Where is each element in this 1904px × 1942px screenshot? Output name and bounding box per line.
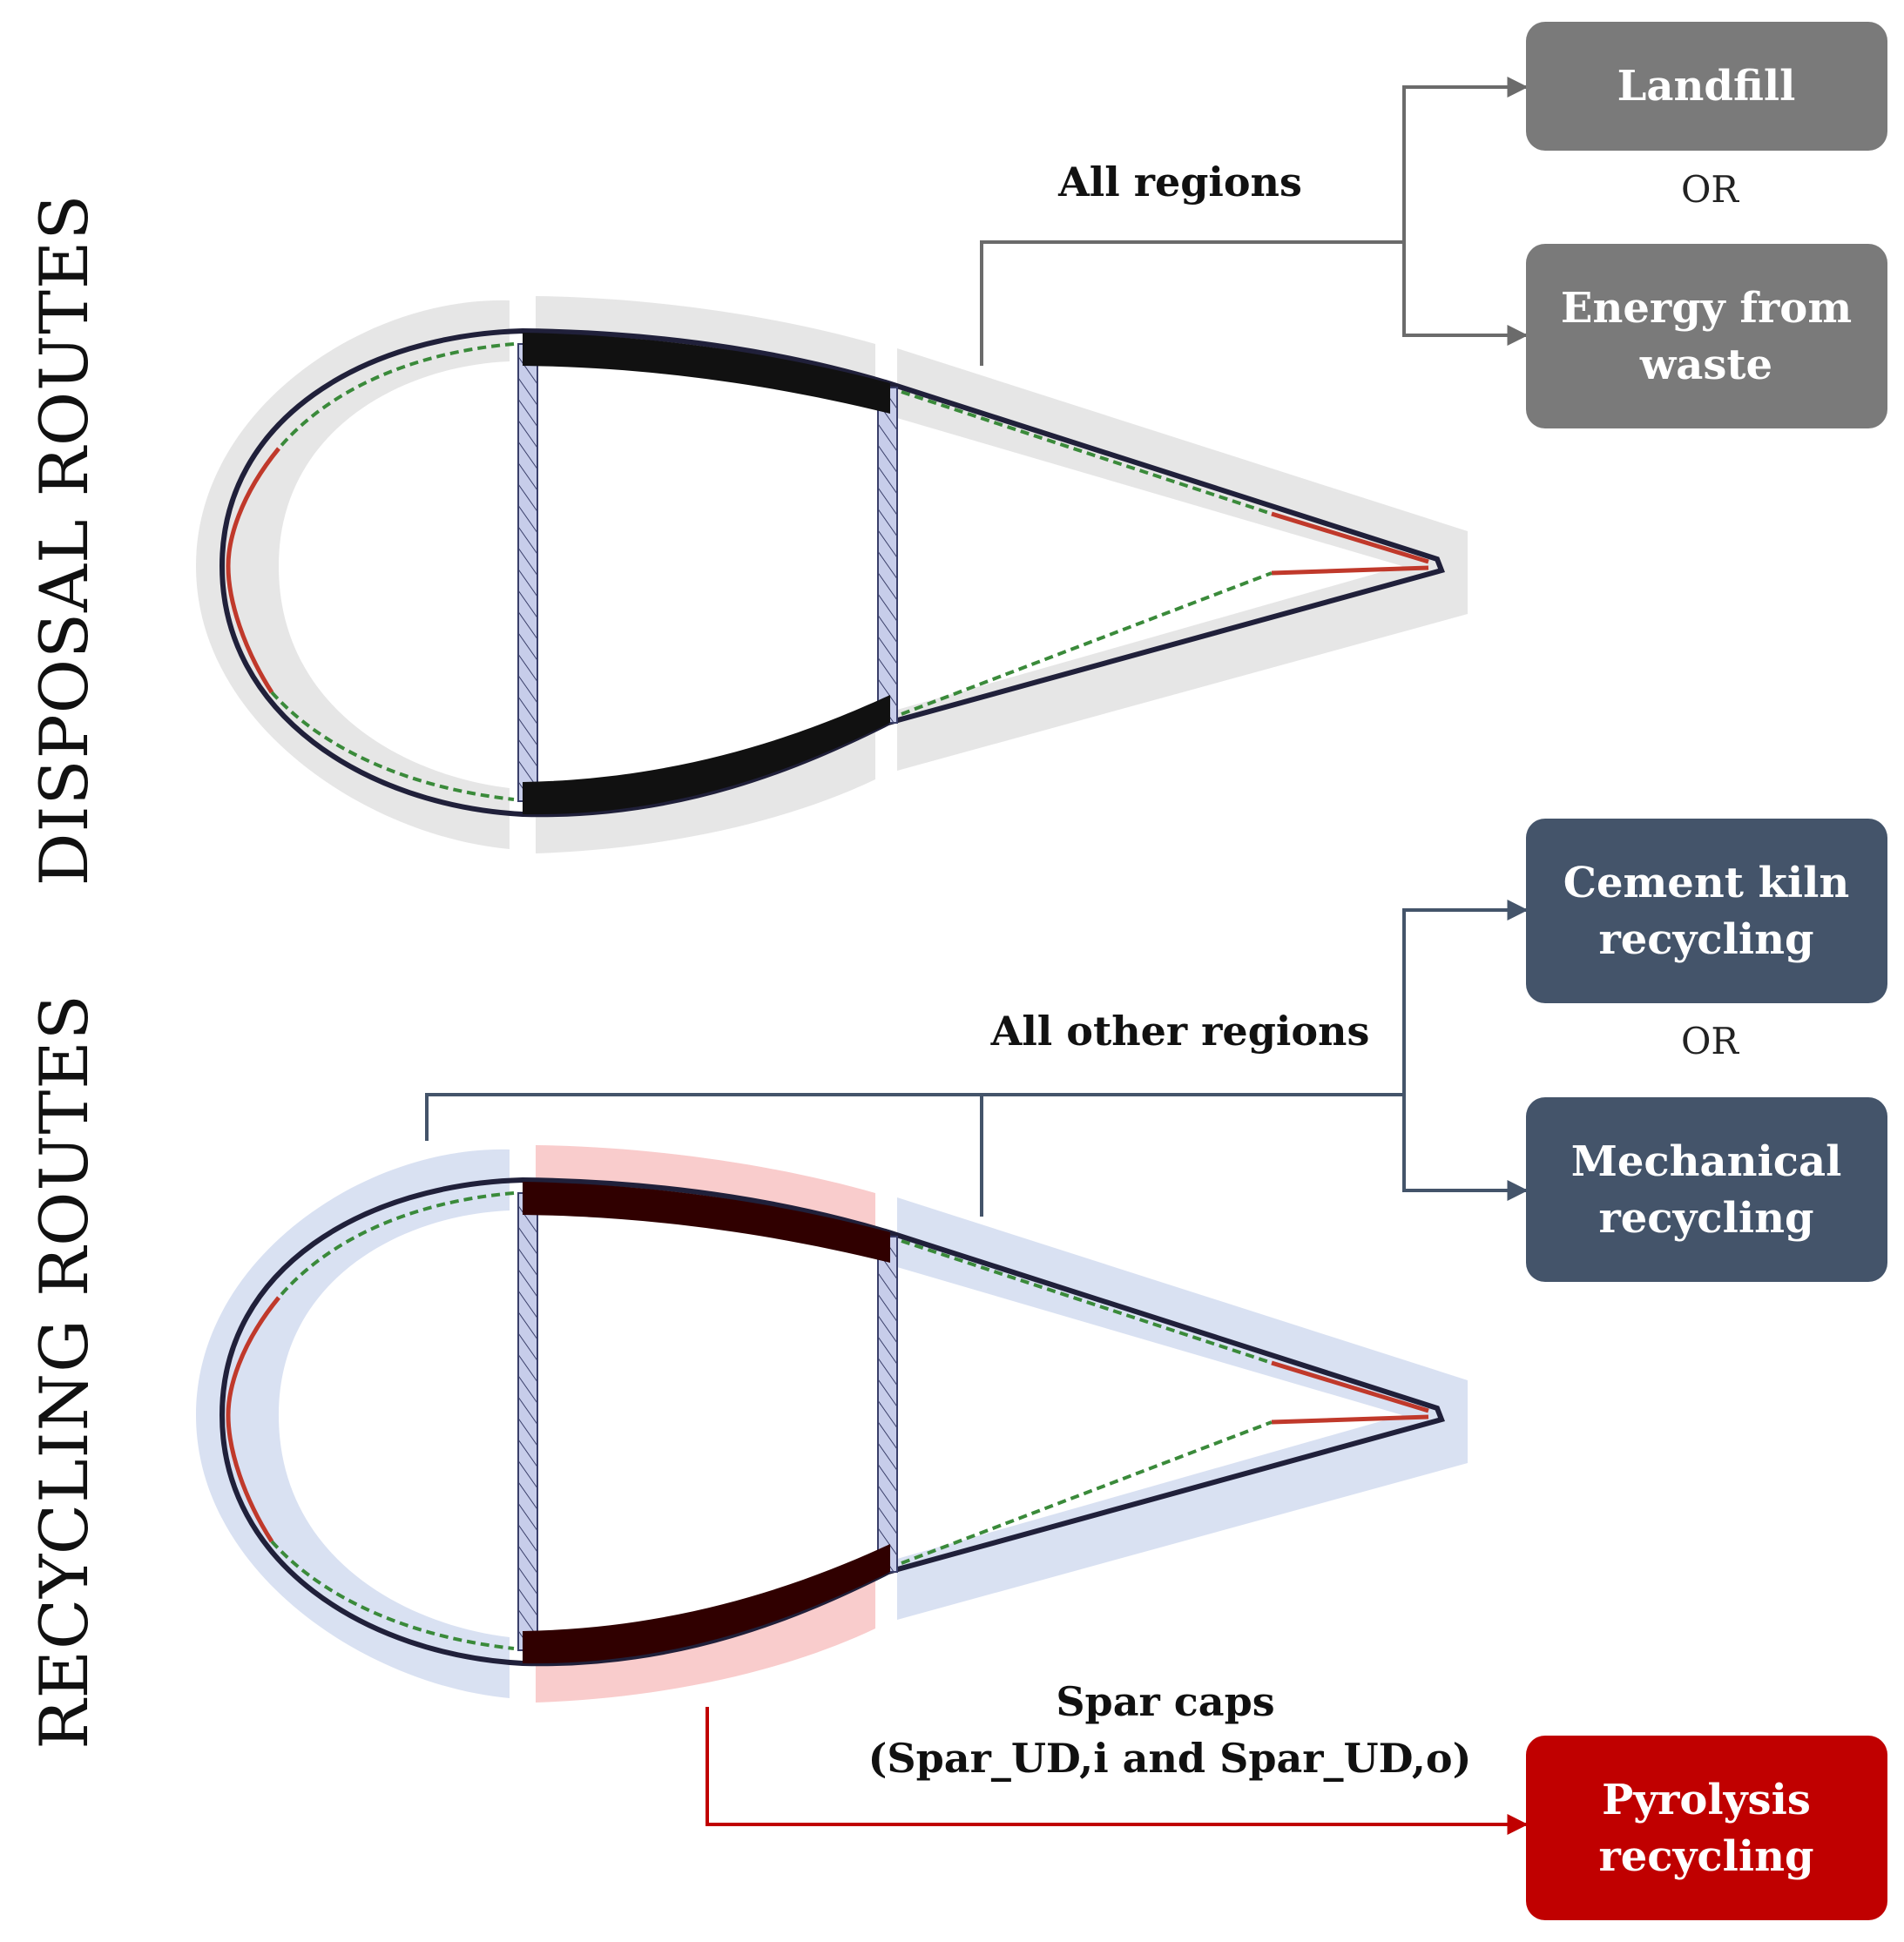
disposal-shear-web-front [517,343,538,802]
recycling-shear-web-rear [877,1236,898,1573]
recycling-spar-cap-top [523,1182,890,1263]
recycling-core-bottom-rear [901,1420,1273,1565]
mechanical-recycling-box: Mechanical recycling [1526,1097,1887,1282]
disposal-core-top-front [277,342,515,450]
disposal-trailing-edge-top [1271,511,1429,564]
disposal-core-bottom-rear [901,571,1273,716]
disposal-route-label: All regions [1057,158,1302,206]
disposal-connectors [980,77,1529,366]
spar-connector-to-pyrolysis [706,1707,1529,1835]
disposal-core-top-rear [901,390,1273,516]
disposal-halo-leading [196,300,510,849]
recycling-routes-title: RECYCLING ROUTES [25,994,103,1750]
landfill-label: Landfill [1617,62,1796,111]
energy-from-waste-box-bg [1526,244,1887,428]
recycling-blade [196,1145,1468,1703]
landfill-box: Landfill [1526,22,1887,151]
recycling-trailing-edge-bottom [1271,1414,1429,1425]
recycling-connectors [425,900,1529,1217]
pyrolysis-recycling-box: Pyrolysis recycling [1526,1736,1887,1920]
mechanical-recycling-box-bg [1526,1097,1887,1282]
disposal-core-bottom-front [270,691,515,801]
disposal-spar-cap-bottom [523,695,890,815]
energy-from-waste-box: Energy from waste [1526,244,1887,428]
energy-from-waste-label-line2: waste [1639,341,1772,389]
disposal-blade [196,296,1468,853]
energy-from-waste-label-line1: Energy from [1561,284,1852,333]
disposal-routes-title: DISPOSAL ROUTES [25,194,103,887]
recycling-halo-leading [196,1149,510,1698]
disposal-airfoil-outline [219,327,1445,818]
disposal-or-label: OR [1681,168,1739,211]
recycling-route-label: All other regions [990,1008,1370,1055]
cement-kiln-label-line2: recycling [1598,915,1813,964]
recycling-leading-edge [226,1296,280,1543]
spar-caps-label: Spar caps [1056,1678,1274,1725]
cement-kiln-box: Cement kiln recycling [1526,819,1887,1003]
recycling-trailing-edge-top [1271,1360,1429,1413]
recycling-core-top-front [277,1191,515,1299]
recycling-spar-cap-bottom [523,1544,890,1664]
disposal-connector-stem [980,240,1404,366]
disposal-halo-trailing [897,348,1468,771]
mechanical-recycling-label-line1: Mechanical [1571,1137,1842,1186]
landfill-box-bg [1526,22,1887,151]
pyrolysis-recycling-label-line2: recycling [1598,1832,1813,1881]
recycling-halo-trailing [897,1197,1468,1620]
disposal-trailing-edge-bottom [1271,565,1429,576]
disposal-spar-cap-top [523,333,890,414]
pyrolysis-recycling-label-line1: Pyrolysis [1602,1776,1811,1824]
recycling-shear-web-front [517,1192,538,1651]
pyrolysis-recycling-box-bg [1526,1736,1887,1920]
recycling-core-bottom-front [270,1540,515,1650]
recycling-connector-to-cement [1402,900,1529,1095]
recycling-core-top-rear [901,1239,1273,1365]
recycling-connector-left [425,1093,1404,1141]
spar-caps-sublabel: (Spar_UD,i and Spar_UD,o) [868,1735,1472,1782]
recycling-or-label: OR [1681,1020,1739,1062]
disposal-shear-web-rear [877,387,898,724]
recycling-connector-to-mechanical [1402,1095,1529,1201]
mechanical-recycling-label-line2: recycling [1598,1194,1813,1243]
disposal-connector-to-landfill [1402,77,1529,242]
cement-kiln-label-line1: Cement kiln [1563,859,1849,907]
disposal-leading-edge [226,447,280,694]
cement-kiln-box-bg [1526,819,1887,1003]
recycling-airfoil-outline [219,1177,1445,1667]
disposal-connector-to-energy [1402,242,1529,346]
